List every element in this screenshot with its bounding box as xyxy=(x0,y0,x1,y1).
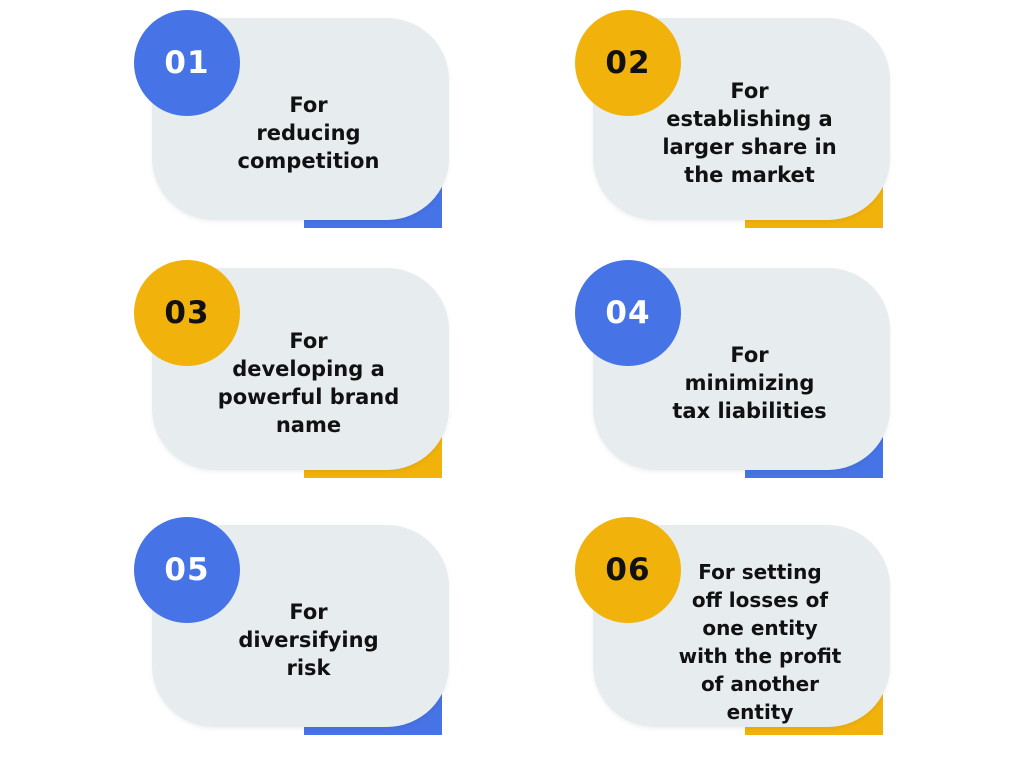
card-text: For setting off losses of one entity wit… xyxy=(678,560,842,724)
card-text: For diversifying risk xyxy=(238,600,379,680)
item-card-02: 02 For establishing a larger share in th… xyxy=(575,10,905,235)
item-card-01: 01 For reducing competition xyxy=(134,10,464,235)
card-text: For minimizing tax liabilities xyxy=(672,343,827,423)
number-badge: 03 xyxy=(134,260,240,366)
item-card-05: 05 For diversifying risk xyxy=(134,517,464,742)
card-text: For establishing a larger share in the m… xyxy=(662,79,837,187)
item-card-03: 03 For developing a powerful brand name xyxy=(134,260,464,485)
number-badge: 06 xyxy=(575,517,681,623)
number-badge: 05 xyxy=(134,517,240,623)
number-badge: 02 xyxy=(575,10,681,116)
item-card-04: 04 For minimizing tax liabilities xyxy=(575,260,905,485)
number-badge: 01 xyxy=(134,10,240,116)
card-text: For reducing competition xyxy=(237,93,380,173)
card-text: For developing a powerful brand name xyxy=(217,329,400,437)
number-badge: 04 xyxy=(575,260,681,366)
item-card-06: 06 For setting off losses of one entity … xyxy=(575,517,905,742)
